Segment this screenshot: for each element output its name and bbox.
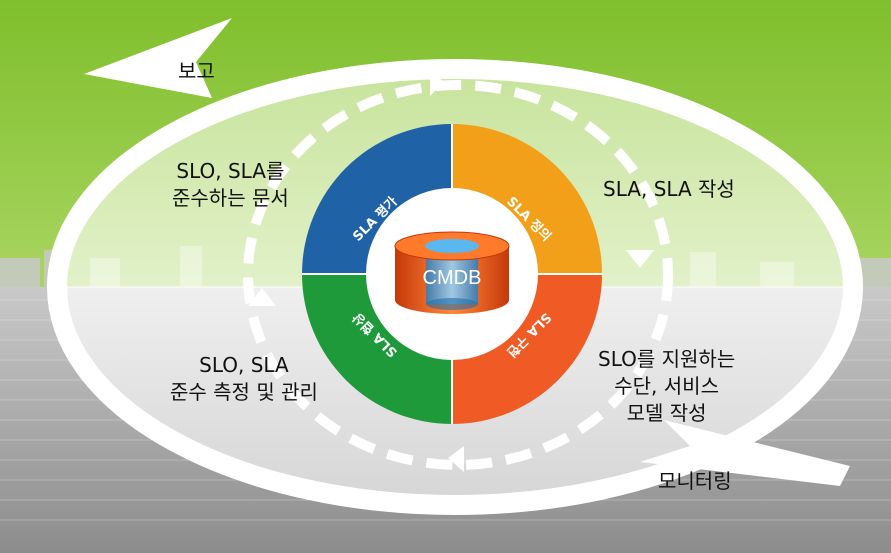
label-write: SLA, SLA 작성 — [603, 177, 735, 201]
label-support: SLO를 지원하는 수단, 서비스 모델 작성 — [598, 346, 735, 427]
label-docs: SLO, SLA를 준수하는 문서 — [172, 158, 289, 212]
cmdb-label: CMDB — [423, 267, 482, 289]
cmdb-cylinder-icon — [394, 231, 510, 314]
dashed-cycle-arrows — [248, 70, 654, 472]
label-measure-line1: SLO, SLA — [199, 353, 289, 377]
dashed-cycle — [243, 80, 673, 470]
label-support-line2: 수단, 서비스 — [614, 374, 719, 398]
label-support-line1: SLO를 지원하는 — [598, 347, 736, 371]
label-support-line3: 모델 작성 — [626, 401, 707, 425]
outer-cycle-ring — [47, 59, 863, 515]
label-monitoring: 모니터링 — [658, 469, 732, 493]
label-measure: SLO, SLA 준수 측정 및 관리 — [170, 352, 318, 406]
label-docs-line1: SLO, SLA를 — [176, 159, 285, 183]
label-measure-line2: 준수 측정 및 관리 — [170, 380, 318, 404]
label-report: 보고 — [178, 59, 215, 83]
monitoring-arrow-head — [640, 420, 850, 486]
label-docs-line2: 준수하는 문서 — [172, 186, 289, 210]
report-arrow-head — [84, 18, 232, 98]
